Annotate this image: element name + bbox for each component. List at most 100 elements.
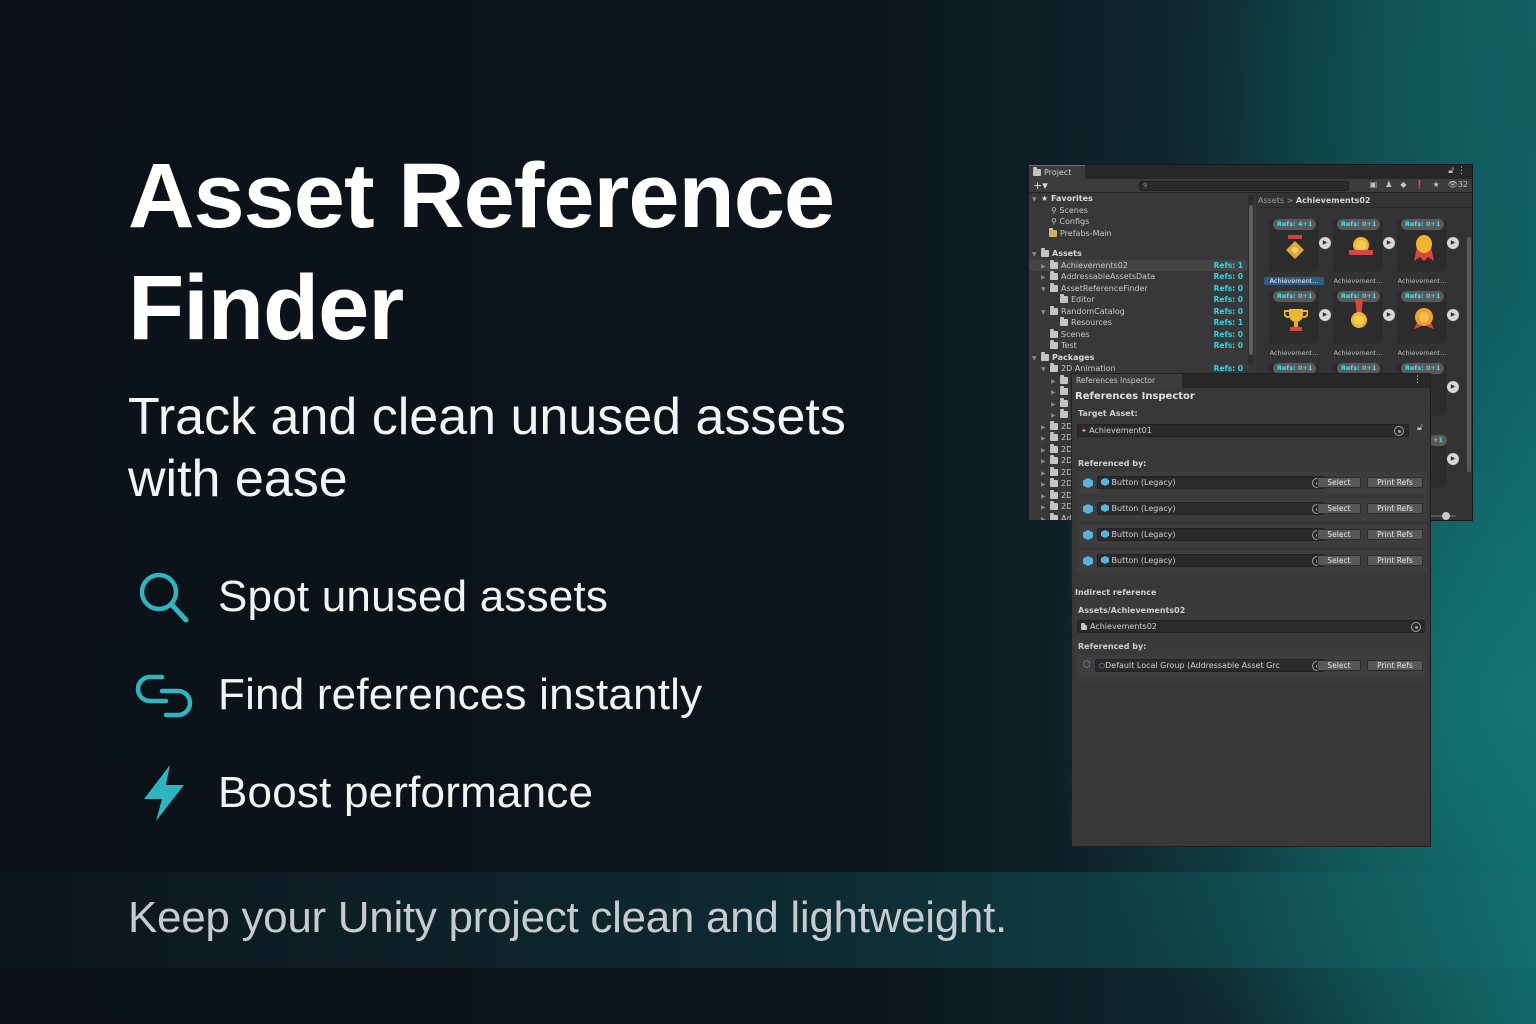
play-icon[interactable]: ▶ <box>1383 237 1395 249</box>
select-button[interactable]: Select <box>1317 529 1361 540</box>
reference-object-field[interactable]: Button (Legacy) <box>1097 476 1325 489</box>
asset-tile[interactable]: Refs: 4+1 ▶ <box>1269 219 1331 271</box>
tree-item[interactable]: ▶2D <box>1029 466 1247 479</box>
asset-name[interactable]: Achievement... <box>1333 349 1383 357</box>
play-icon[interactable]: ▶ <box>1447 381 1459 393</box>
asset-tile[interactable]: Refs: 0+1 ▶ <box>1333 291 1395 343</box>
reference-object-field[interactable]: Button (Legacy) <box>1097 554 1325 567</box>
tree-item[interactable]: ▶2D <box>1029 478 1247 490</box>
expand-arrow-icon[interactable]: ▶ <box>1041 515 1046 521</box>
tree-item[interactable]: ▶2D <box>1029 489 1247 502</box>
tree-item[interactable]: ▶Ad <box>1029 512 1247 521</box>
play-icon[interactable]: ▶ <box>1319 309 1331 321</box>
play-icon[interactable]: ▶ <box>1447 453 1459 465</box>
expand-arrow-icon[interactable]: ▶ <box>1051 377 1056 385</box>
kebab-menu-icon[interactable]: ⋮ <box>1457 166 1466 176</box>
tab-project[interactable]: Project <box>1029 165 1085 179</box>
asset-name[interactable]: Achievement... <box>1333 277 1383 285</box>
asset-tile[interactable]: Refs: 0+1 ▶ <box>1269 291 1331 343</box>
expand-arrow-icon[interactable]: ▶ <box>1041 446 1046 454</box>
breadcrumb-current[interactable]: Achievements02 <box>1295 196 1371 205</box>
star-icon[interactable]: ★ <box>1432 180 1440 189</box>
play-icon[interactable]: ▶ <box>1383 309 1395 321</box>
tree-item[interactable]: ▶2D <box>1029 420 1247 433</box>
expand-arrow-icon[interactable]: ▼ <box>1032 354 1037 362</box>
expand-arrow-icon[interactable]: ▶ <box>1041 458 1046 465</box>
expand-arrow-icon[interactable]: ▶ <box>1041 262 1046 270</box>
tree-item[interactable]: ▶ <box>1029 386 1247 398</box>
lock-icon[interactable]: 🔓︎ <box>1417 423 1423 433</box>
reference-object-field[interactable]: Button (Legacy) <box>1097 528 1325 541</box>
asset-tile[interactable]: Refs: 0+1 ▶ <box>1397 291 1459 343</box>
expand-arrow-icon[interactable]: ▶ <box>1041 435 1046 442</box>
asset-name[interactable]: Achievement... <box>1397 277 1447 285</box>
object-picker-icon[interactable] <box>1411 622 1421 632</box>
expand-arrow-icon[interactable]: ▶ <box>1041 274 1046 281</box>
scrollbar-thumb[interactable] <box>1249 205 1253 355</box>
filter-type-icon[interactable]: ♟ <box>1385 180 1393 189</box>
select-button[interactable]: Select <box>1317 477 1361 488</box>
grid-scrollbar[interactable] <box>1466 237 1472 520</box>
object-picker-icon[interactable] <box>1394 426 1404 436</box>
asset-name[interactable]: Achievement... <box>1269 349 1319 357</box>
reference-object-field[interactable]: Button (Legacy) <box>1097 502 1325 515</box>
expand-arrow-icon[interactable]: ▶ <box>1051 389 1056 396</box>
tab-references-inspector[interactable]: References Inspector <box>1072 374 1182 388</box>
expand-arrow-icon[interactable]: ▼ <box>1041 308 1046 316</box>
expand-arrow-icon[interactable]: ▶ <box>1041 423 1046 431</box>
scrollbar-thumb[interactable] <box>1467 237 1471 472</box>
print-refs-button[interactable]: Print Refs <box>1367 529 1423 540</box>
expand-arrow-icon[interactable]: ▼ <box>1032 251 1037 258</box>
target-asset-field[interactable]: ✦ Achievement01 <box>1077 424 1409 437</box>
print-refs-button[interactable]: Print Refs <box>1367 477 1423 488</box>
expand-arrow-icon[interactable]: ▼ <box>1041 285 1046 293</box>
expand-arrow-icon[interactable]: ▶ <box>1041 469 1046 477</box>
indirect-folder-field[interactable]: Achievements02 <box>1077 620 1425 633</box>
expand-arrow-icon[interactable]: ▶ <box>1051 400 1056 408</box>
tree-item[interactable]: ▶ <box>1029 374 1247 387</box>
favorite-item[interactable]: ⚲ Configs <box>1051 217 1090 226</box>
asset-name[interactable]: Achievement... <box>1397 349 1447 357</box>
add-button[interactable]: +▾ <box>1033 179 1048 192</box>
tree-item[interactable]: ▶2D <box>1029 432 1247 444</box>
expand-arrow-icon[interactable]: ▶ <box>1051 412 1056 419</box>
select-button[interactable]: Select <box>1317 660 1361 671</box>
search-input[interactable]: ⚲ <box>1139 181 1349 191</box>
favorites-header[interactable]: ▼★ Favorites <box>1029 193 1247 205</box>
warning-icon[interactable]: ❗ <box>1414 180 1425 189</box>
expand-arrow-icon[interactable]: ▶ <box>1041 504 1046 511</box>
breadcrumb-assets[interactable]: Assets <box>1258 196 1285 205</box>
asset-tile[interactable]: Refs: 0+1 ▶ <box>1333 219 1395 271</box>
lock-icon[interactable]: 🔓︎ <box>1448 166 1455 176</box>
icon-size-slider[interactable] <box>1426 512 1456 520</box>
favorite-item[interactable]: Prefabs-Main <box>1029 227 1247 240</box>
print-refs-button[interactable]: Print Refs <box>1367 555 1423 566</box>
asset-name[interactable]: Achievement... <box>1264 277 1324 285</box>
expand-arrow-icon[interactable]: ▶ <box>1041 481 1046 488</box>
filter-scene-icon[interactable]: ▣ <box>1369 180 1378 189</box>
tree-item[interactable]: ▶ <box>1029 397 1247 410</box>
visibility-count[interactable]: 👁︎32 <box>1447 180 1468 189</box>
play-icon[interactable]: ▶ <box>1319 237 1331 249</box>
expand-arrow-icon[interactable]: ▶ <box>1041 492 1046 500</box>
label-icon[interactable]: ◆ <box>1400 180 1407 189</box>
print-refs-button[interactable]: Print Refs <box>1367 660 1423 671</box>
select-button[interactable]: Select <box>1317 555 1361 566</box>
tree-item[interactable]: ▶2D <box>1029 501 1247 513</box>
assets-header[interactable]: ▼Assets <box>1029 248 1247 260</box>
asset-tile[interactable]: Refs: 0+1 ▶ <box>1397 219 1459 271</box>
tree-scrollbar[interactable] <box>1248 195 1254 365</box>
tree-item[interactable]: ▶2D <box>1029 455 1247 467</box>
select-button[interactable]: Select <box>1317 503 1361 514</box>
print-refs-button[interactable]: Print Refs <box>1367 503 1423 514</box>
reference-object-field[interactable]: ⬡Default Local Group (Addressable Asset … <box>1095 659 1325 672</box>
play-icon[interactable]: ▶ <box>1447 309 1459 321</box>
